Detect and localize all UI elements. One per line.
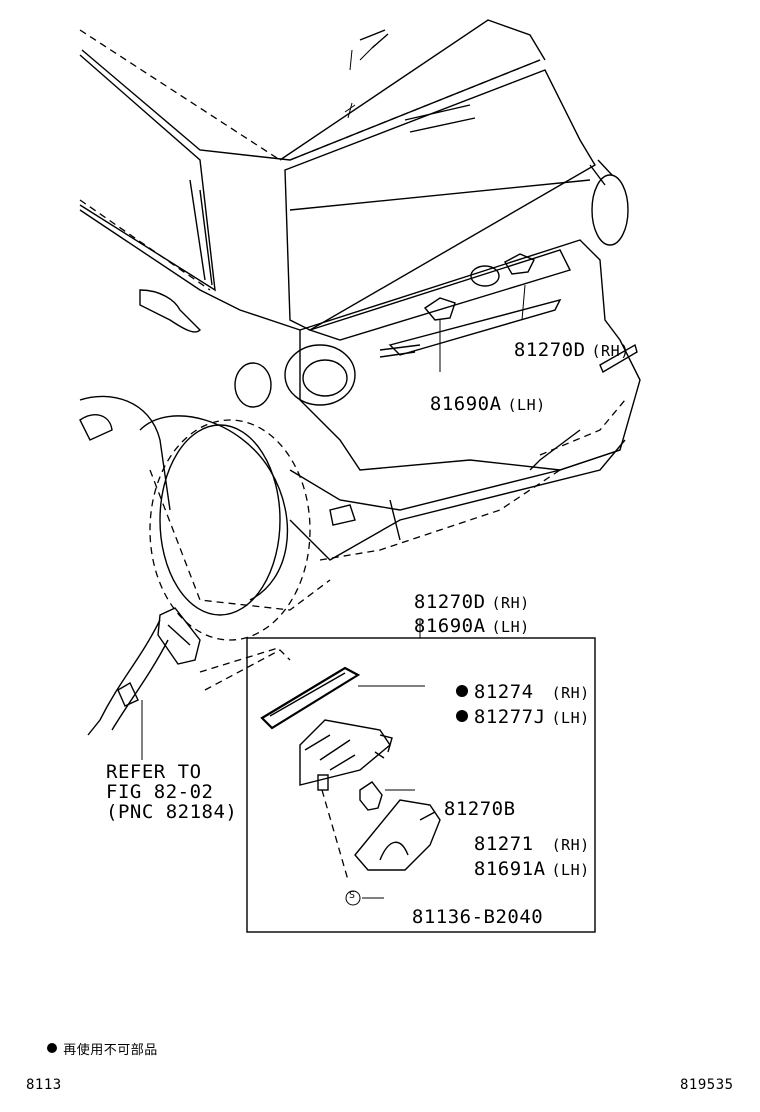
side-label: (RH) xyxy=(551,836,590,854)
part-number: 81274 xyxy=(473,681,534,703)
callout-lens-rh: 81274 (RH) xyxy=(432,664,590,702)
callout-bulb: 81270B xyxy=(420,781,516,819)
non-reusable-dot-icon xyxy=(455,710,468,722)
part-number: 81690A xyxy=(429,393,502,415)
side-label: (RH) xyxy=(591,342,630,360)
callout-81270d-rh-top: 81270D (RH) xyxy=(490,322,630,360)
part-number: 81271 xyxy=(473,833,534,855)
side-label: (LH) xyxy=(507,396,546,414)
part-number: 81691A xyxy=(473,858,546,880)
footer-right-code: 819535 xyxy=(680,1077,734,1093)
part-number: 81690A xyxy=(413,615,486,637)
side-label: (RH) xyxy=(491,594,530,612)
reference-line-1: REFER TO xyxy=(106,761,202,783)
legend-dot-icon xyxy=(47,1043,58,1053)
cover-illustration xyxy=(354,799,441,871)
callout-cover-rh: 81271 (RH) xyxy=(450,816,590,854)
part-number: 81270D xyxy=(513,339,586,361)
screw-symbol-circle xyxy=(345,890,361,906)
lens-illustration xyxy=(260,666,425,730)
bulb-illustration xyxy=(359,781,415,811)
connector-harness-illustration xyxy=(87,607,291,760)
part-number: 81136-B2040 xyxy=(411,906,544,928)
reference-line-3: (PNC 82184) xyxy=(106,801,238,823)
callout-screw: 81136-B2040 xyxy=(388,889,543,927)
housing-illustration xyxy=(299,719,393,881)
part-number: 81270D xyxy=(413,591,486,613)
side-label: (RH) xyxy=(551,684,590,702)
footer-left-code: 8113 xyxy=(26,1077,62,1093)
legend-text: 再使用不可部品 xyxy=(63,1043,158,1058)
callout-lens-lh: 81277J (LH) xyxy=(432,689,590,727)
screw-symbol: S xyxy=(349,890,356,901)
reference-line-2: FIG 82-02 xyxy=(106,781,214,803)
callout-box-head-rh: 81270D (RH) xyxy=(390,574,530,612)
part-number: 81270B xyxy=(443,798,516,820)
vehicle-rear-illustration xyxy=(79,19,641,641)
legend: 再使用不可部品 xyxy=(38,1030,158,1057)
non-reusable-dot-icon xyxy=(455,685,468,697)
side-label: (LH) xyxy=(551,709,590,727)
leader-81270d-top xyxy=(521,284,526,321)
side-label: (LH) xyxy=(491,618,530,636)
callout-81690a-lh-top: 81690A (LH) xyxy=(406,376,546,414)
part-number: 81277J xyxy=(473,706,546,728)
callout-cover-lh: 81691A (LH) xyxy=(450,841,590,879)
detail-box xyxy=(246,637,596,933)
callout-box-head-lh: 81690A (LH) xyxy=(390,598,530,636)
side-label: (LH) xyxy=(551,861,590,879)
